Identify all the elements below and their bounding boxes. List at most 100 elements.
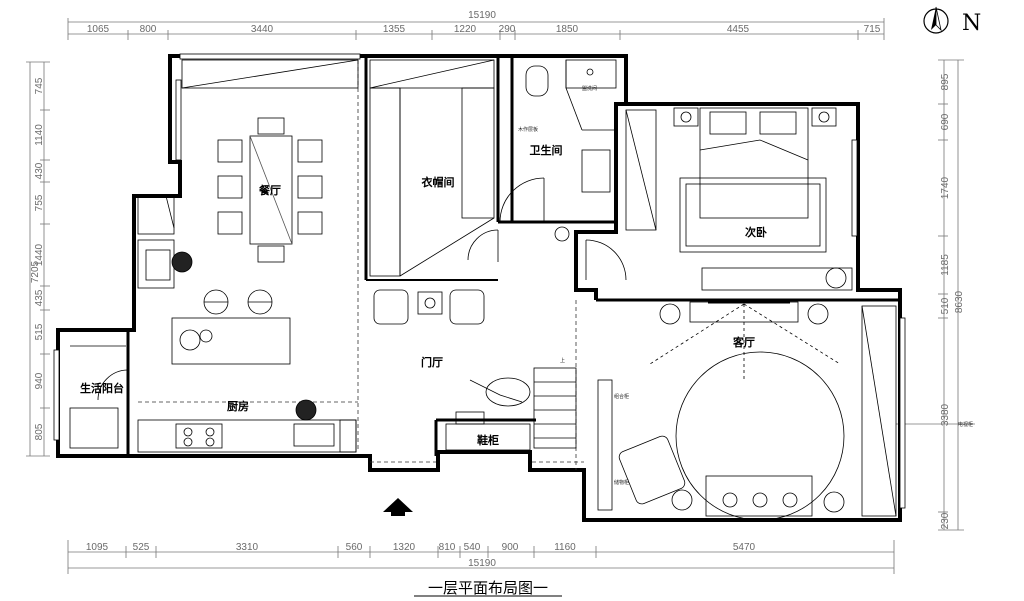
shoe-cabinet bbox=[445, 423, 531, 451]
plant-icon bbox=[659, 303, 681, 325]
sofa-icon bbox=[705, 475, 813, 517]
balcony-door bbox=[97, 369, 129, 401]
room-label-dining: 餐厅 bbox=[258, 183, 281, 197]
right-dim-label: 895 bbox=[940, 73, 951, 90]
top-dim-label: 800 bbox=[140, 24, 157, 35]
room-label-kitchen: 厨房 bbox=[227, 399, 249, 413]
armchair-icon bbox=[449, 289, 485, 325]
room-label-cloakroom: 衣帽间 bbox=[422, 175, 455, 189]
living-room-area bbox=[597, 300, 897, 521]
second-bedroom-area bbox=[625, 107, 853, 291]
right-dim-label: 690 bbox=[940, 113, 951, 130]
top-dim-label: 1220 bbox=[454, 24, 477, 35]
piano-icon bbox=[485, 377, 531, 407]
left-dim-label: 515 bbox=[34, 323, 45, 340]
staircase bbox=[533, 367, 577, 449]
wash-basin-counter bbox=[565, 59, 617, 89]
top-dim-label: 1850 bbox=[556, 24, 579, 35]
bottom-segment-labels: 1095 525 3310 560 1320 810 540 900 1160 … bbox=[86, 542, 756, 553]
window bbox=[175, 79, 182, 161]
shower-icon bbox=[581, 149, 611, 193]
plant-icon bbox=[825, 267, 847, 289]
room-label-second-bedroom: 次卧 bbox=[745, 225, 767, 239]
right-dimension-chain bbox=[896, 59, 975, 531]
bedroom-door bbox=[585, 239, 627, 281]
dashed-boundaries bbox=[138, 60, 584, 470]
left-dim-label: 435 bbox=[34, 289, 45, 306]
wardrobe-right bbox=[461, 87, 495, 219]
utility-balcony-area bbox=[69, 345, 126, 449]
label-wood-board: 木作层板 bbox=[518, 126, 538, 133]
outer-wall bbox=[56, 54, 902, 522]
foyer-area bbox=[373, 226, 577, 451]
dining-cabinet bbox=[181, 59, 359, 89]
rug bbox=[679, 177, 827, 253]
bottom-dim-label: 810 bbox=[439, 542, 456, 553]
bottom-dim-label: 1095 bbox=[86, 542, 109, 553]
doors bbox=[97, 177, 627, 401]
bottom-dimension-chain bbox=[67, 540, 895, 574]
person-icon bbox=[171, 251, 193, 273]
sink-icon bbox=[145, 249, 171, 281]
dining-table bbox=[249, 135, 293, 245]
nightstand bbox=[811, 107, 837, 127]
bedroom-wardrobe bbox=[625, 109, 657, 231]
sink-icon bbox=[293, 423, 335, 447]
bottom-dim-label: 1160 bbox=[554, 542, 576, 553]
left-dim-label: 805 bbox=[34, 423, 45, 440]
armchair-icon bbox=[373, 289, 409, 325]
side-table bbox=[671, 489, 693, 511]
bottom-dim-label: 540 bbox=[464, 542, 481, 553]
north-arrow-icon bbox=[931, 7, 936, 30]
room-label-shoe-cabinet: 鞋柜 bbox=[477, 433, 499, 447]
cloakroom-door bbox=[467, 229, 499, 261]
plant-icon bbox=[807, 303, 829, 325]
north-label: N bbox=[962, 11, 981, 36]
top-segment-labels: 1065 800 3440 1355 1220 290 1850 4455 71… bbox=[87, 24, 881, 35]
top-dim-label: 4455 bbox=[727, 24, 750, 35]
plate-icon bbox=[179, 329, 201, 351]
bottom-dim-label: 5470 bbox=[733, 542, 756, 553]
top-dimension-chain bbox=[67, 18, 885, 40]
left-dim-label: 430 bbox=[34, 162, 45, 179]
tv-view-lines bbox=[649, 303, 841, 382]
fridge bbox=[137, 195, 175, 235]
room-label-utility-balcony: 生活阳台 bbox=[80, 381, 124, 395]
top-dim-label: 3440 bbox=[251, 24, 274, 35]
kitchen-counter-bottom bbox=[137, 419, 357, 453]
lounge-chair-icon bbox=[618, 435, 686, 505]
bedroom-desk bbox=[701, 267, 853, 291]
dining-area bbox=[137, 59, 359, 263]
room-label-foyer: 门厅 bbox=[421, 355, 443, 369]
right-dim-label: 230 bbox=[940, 512, 951, 529]
dining-chairs bbox=[217, 117, 323, 263]
label-tv-cabinet: 电视柜 bbox=[958, 421, 973, 428]
walls bbox=[56, 54, 902, 522]
person-icon bbox=[295, 399, 317, 421]
left-dim-label: 755 bbox=[34, 194, 45, 211]
living-cabinet-right bbox=[861, 305, 897, 517]
nightstand bbox=[673, 107, 699, 127]
side-table bbox=[417, 291, 443, 315]
top-dim-label: 1065 bbox=[87, 24, 110, 35]
kitchen-area bbox=[137, 239, 357, 453]
bottom-dim-label: 3310 bbox=[236, 542, 259, 553]
stool bbox=[455, 411, 485, 425]
plant-icon bbox=[554, 226, 570, 242]
round-rug bbox=[675, 351, 845, 521]
stove-icon bbox=[175, 423, 223, 449]
window bbox=[179, 53, 361, 60]
room-label-bathroom: 卫生间 bbox=[530, 143, 563, 157]
right-dim-label: 3380 bbox=[940, 403, 951, 426]
label-stairs-up: 上 bbox=[560, 357, 565, 364]
left-overall-dimension: 7205 bbox=[30, 260, 41, 283]
label-combo-cabinet: 组合柜 bbox=[614, 393, 629, 400]
bathroom-door bbox=[499, 177, 545, 223]
left-dimension-chain bbox=[26, 61, 50, 457]
label-side-cabinet: 储物柜 bbox=[614, 479, 629, 486]
right-dim-label: 510 bbox=[940, 297, 951, 314]
window bbox=[53, 349, 60, 441]
bed-icon bbox=[699, 107, 809, 219]
top-dim-label: 1355 bbox=[383, 24, 406, 35]
